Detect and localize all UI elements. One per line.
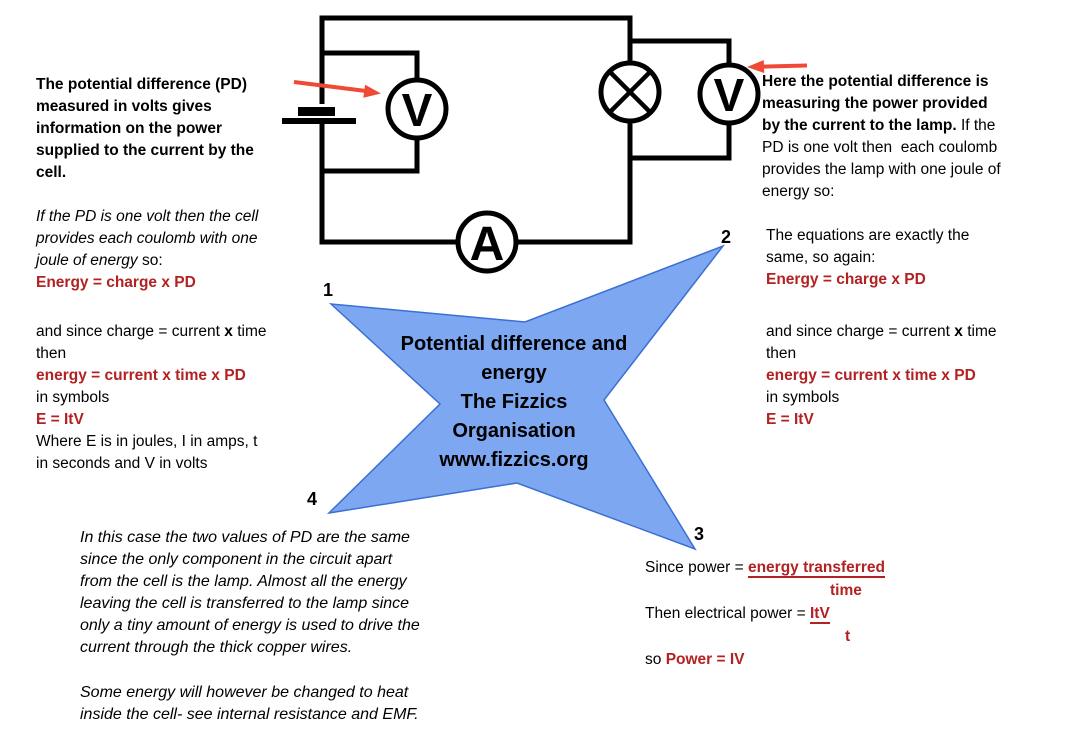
section1-italic-part: joule of energy xyxy=(36,252,142,269)
left-note-line: measured in volts gives xyxy=(36,98,212,115)
section4-line: Some energy will however be changed to h… xyxy=(80,684,409,701)
section1-line: and since charge = current x time xyxy=(36,321,266,343)
section3-denominator-line: time xyxy=(645,579,885,602)
fraction-denominator: time xyxy=(830,582,862,599)
section1-line: provides each coulomb with one xyxy=(36,230,258,247)
left-note: The potential difference (PD) measured i… xyxy=(36,74,254,184)
spacer xyxy=(766,291,996,321)
right-note-line: provides the lamp with one joule of xyxy=(762,161,1001,178)
left-note-line: supplied to the current by the xyxy=(36,142,254,159)
section4-line: from the cell is the lamp. Almost all th… xyxy=(80,573,407,590)
spacer xyxy=(36,294,266,321)
star-banner-line: energy xyxy=(481,362,547,384)
right-note-line: PD is one volt then each coulomb xyxy=(762,139,998,156)
then-prefix: Then electrical power = xyxy=(645,605,810,622)
left-note-line: information on the power xyxy=(36,120,222,137)
star-point-label-3: 3 xyxy=(694,524,705,544)
since-x: x xyxy=(224,323,233,340)
right-note-line: measuring the power provided xyxy=(762,95,988,112)
fraction-numerator: ItV xyxy=(809,605,830,624)
section3-denominator-line: t xyxy=(645,625,885,648)
since-prefix: Since power = xyxy=(645,559,748,576)
fraction-numerator: energy transferred xyxy=(747,559,885,578)
section-4: In this case the two values of PD are th… xyxy=(80,527,420,659)
since-x: x xyxy=(954,323,963,340)
star-banner-website: www.fizzics.org xyxy=(439,449,589,471)
equation-e-itv: E = ItV xyxy=(766,411,814,428)
so-prefix: so xyxy=(645,651,666,668)
star-point-label-4: 4 xyxy=(307,489,318,509)
right-note-bold-part: by the current to the lamp. xyxy=(762,117,957,134)
star-banner-line: Potential difference and xyxy=(400,333,628,355)
section1-so: so: xyxy=(142,252,163,269)
circuit-main-loop xyxy=(319,15,633,245)
since-pre: and since charge = current xyxy=(36,323,225,340)
four-point-star xyxy=(326,244,726,551)
right-note-line: energy so: xyxy=(762,183,835,200)
ammeter-label: A xyxy=(470,218,505,271)
star-banner-line: The Fizzics xyxy=(460,391,568,413)
section-1: If the PD is one volt then the cell prov… xyxy=(36,206,266,475)
section4-line: only a tiny amount of energy is used to … xyxy=(80,617,420,634)
section1-then: then xyxy=(36,345,67,362)
equation-energy-full: energy = current x time x PD xyxy=(766,367,976,384)
star-banner-line: Organisation xyxy=(452,420,576,442)
equation-power-iv: Power = IV xyxy=(665,651,745,668)
voltmeter-lamp-label: V xyxy=(714,69,745,121)
section-2: The equations are exactly the same, so a… xyxy=(766,225,996,431)
star-point-label-2: 2 xyxy=(721,227,732,247)
voltmeter-cell-label: V xyxy=(402,84,433,136)
right-note-line: by the current to the lamp. If the xyxy=(762,115,1001,137)
ammeter-icon: A xyxy=(455,210,519,274)
lamp-icon xyxy=(598,60,662,124)
left-note-line: cell. xyxy=(36,164,67,181)
star-banner: Potential difference and energy The Fizz… xyxy=(368,330,660,475)
section3-power-line: Since power = energy transferred xyxy=(645,556,885,579)
equation-energy-charge-pd: Energy = charge x PD xyxy=(766,271,926,288)
section2-line: same, so again: xyxy=(766,249,876,266)
fraction-denominator: t xyxy=(845,628,851,645)
since-pre: and since charge = current xyxy=(766,323,955,340)
section1-where-line: Where E is in joules, I in amps, t xyxy=(36,433,258,450)
star-point-label-1: 1 xyxy=(323,280,334,300)
section1-where-line: in seconds and V in volts xyxy=(36,455,208,472)
section2-line: and since charge = current x time xyxy=(766,321,996,343)
left-note-line: The potential difference (PD) xyxy=(36,76,247,93)
since-post: time xyxy=(962,323,997,340)
section-4-para2: Some energy will however be changed to h… xyxy=(80,682,419,726)
right-note-line: Here the potential difference is xyxy=(762,73,989,90)
equation-e-itv: E = ItV xyxy=(36,411,84,428)
section4-line: In this case the two values of PD are th… xyxy=(80,529,410,546)
section1-line: If the PD is one volt then the cell xyxy=(36,208,259,225)
section4-line: inside the cell- see internal resistance… xyxy=(80,706,419,723)
arrow-left-icon xyxy=(293,80,381,98)
equation-energy-full: energy = current x time x PD xyxy=(36,367,246,384)
section2-in-symbols: in symbols xyxy=(766,389,840,406)
section4-line: leaving the cell is transferred to the l… xyxy=(80,595,410,612)
section1-in-symbols: in symbols xyxy=(36,389,110,406)
section2-line: The equations are exactly the xyxy=(766,227,970,244)
section4-line: since the only component in the circuit … xyxy=(80,551,393,568)
section4-line: current through the thick copper wires. xyxy=(80,639,353,656)
arrow-right-icon xyxy=(747,60,808,74)
right-note-tail: If the xyxy=(956,117,996,134)
since-post: time xyxy=(232,323,267,340)
right-note: Here the potential difference is measuri… xyxy=(762,71,1001,203)
section-3: Since power = energy transferred time Th… xyxy=(645,556,885,671)
cell-symbol xyxy=(282,107,356,124)
voltmeter-cell-icon: V xyxy=(385,77,449,141)
section1-line: joule of energy so: xyxy=(36,250,266,272)
equation-energy-charge-pd: Energy = charge x PD xyxy=(36,274,196,291)
section2-then: then xyxy=(766,345,797,362)
section3-electrical-line: Then electrical power = ItV xyxy=(645,602,885,625)
section3-result-line: so Power = IV xyxy=(645,648,885,671)
voltmeter-lamp-icon: V xyxy=(697,62,761,126)
